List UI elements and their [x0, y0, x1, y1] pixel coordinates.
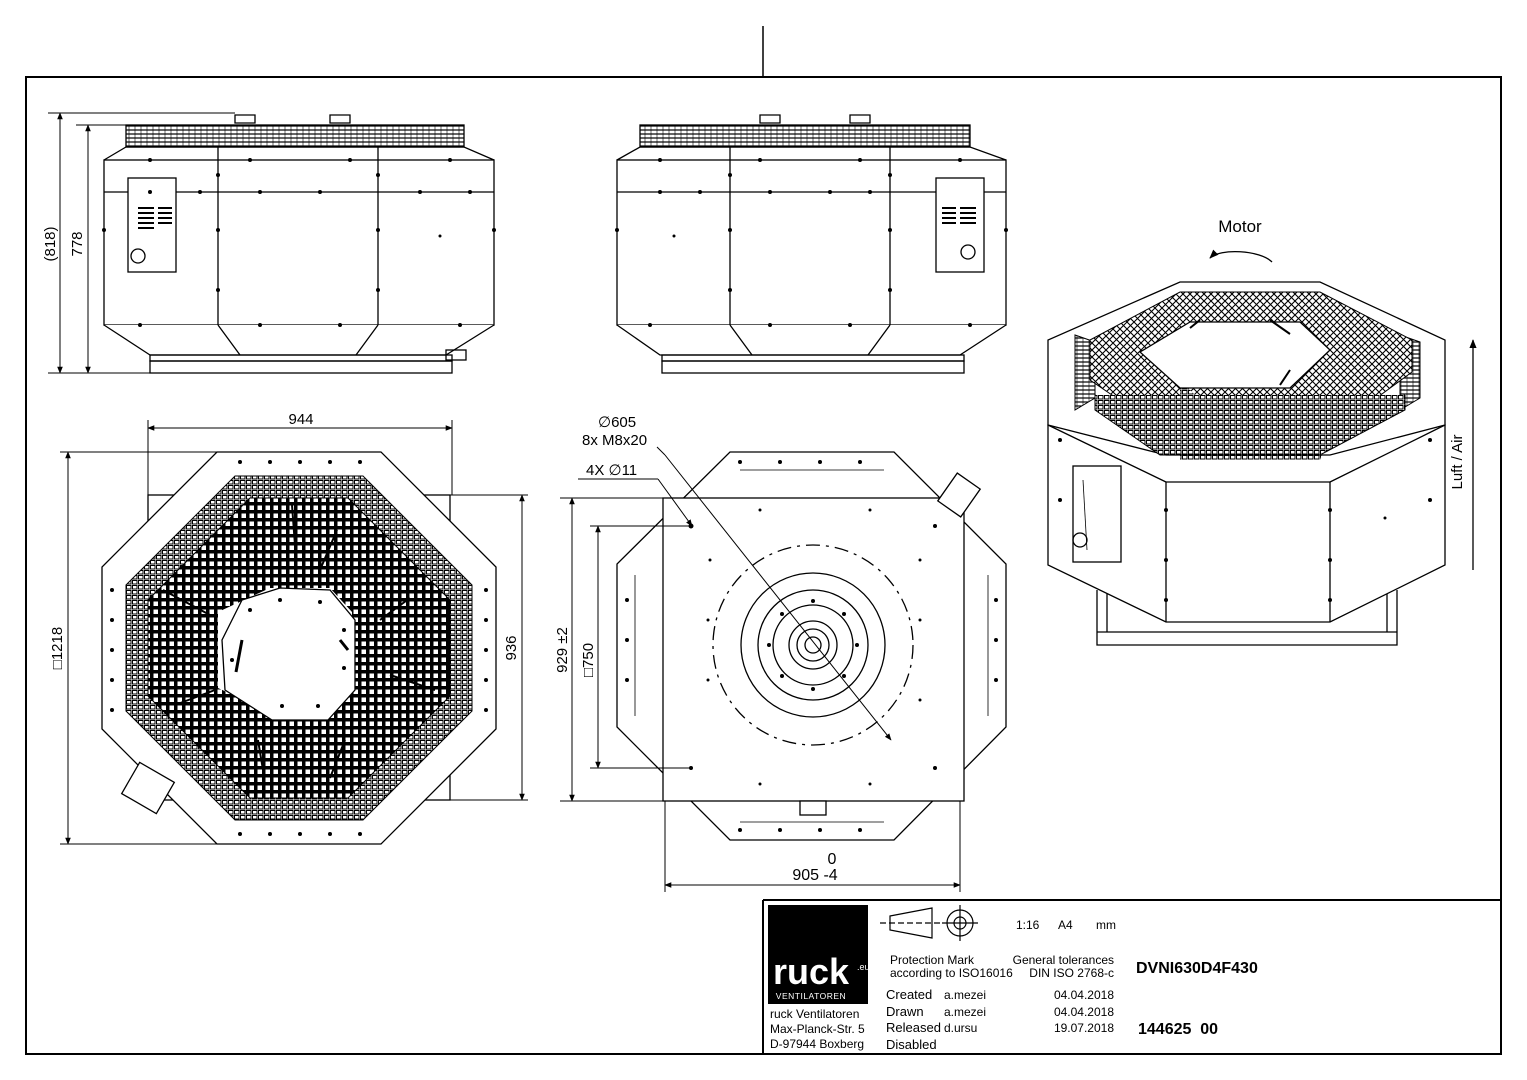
front-elevation-view: [102, 114, 496, 374]
dimension-height-tolerance: 929 ±2: [554, 627, 571, 673]
dimension-holes: 4X ∅11: [586, 462, 637, 479]
company-city: D-97944 Boxberg: [770, 1037, 864, 1051]
disabled-label: Disabled: [886, 1037, 937, 1052]
released-date: 19.07.2018: [1054, 1021, 1114, 1035]
protection-mark-line2: according to ISO16016: [890, 966, 1013, 980]
dimension-square-inner: □750: [580, 643, 597, 677]
logo-subtitle: VENTILATOREN: [776, 991, 846, 1001]
created-label: Created: [886, 987, 932, 1002]
created-by: a.mezei: [944, 988, 986, 1002]
tolerances-line2: DIN ISO 2768-c: [1029, 966, 1114, 980]
motor-rotation-arrow: [1209, 249, 1273, 263]
unit-label: mm: [1096, 918, 1116, 932]
drawing-number: 144625 00: [1138, 1021, 1218, 1038]
title-block: ruck .eu VENTILATOREN ruck Ventilatoren …: [762, 899, 1501, 1054]
motor-label: Motor: [1218, 217, 1262, 236]
paper-size: A4: [1058, 918, 1073, 932]
logo-word: ruck: [773, 951, 850, 992]
company-logo: [768, 905, 868, 1004]
logo-superscript: .eu: [857, 962, 870, 972]
protection-mark-line1: Protection Mark: [890, 953, 975, 967]
isometric-view: [1047, 281, 1446, 646]
rear-elevation-view: [615, 114, 1008, 374]
dimension-bottom-width-upper: 0: [828, 851, 837, 868]
dimension-top-width: 944: [288, 411, 313, 428]
dimension-body-height: 778: [69, 231, 86, 256]
bottom-plan-view: [616, 451, 1007, 841]
company-name: ruck Ventilatoren: [770, 1007, 859, 1021]
company-street: Max-Planck-Str. 5: [770, 1022, 865, 1036]
dimension-flange-diameter: ∅605: [598, 414, 636, 431]
airflow-label: Luft / Air: [1449, 434, 1466, 489]
released-by: d.ursu: [944, 1021, 977, 1035]
dimension-side-width: 936: [503, 635, 520, 660]
dimension-square-base: □1218: [49, 627, 66, 669]
scale-value: 1:16: [1016, 918, 1040, 932]
tolerances-line1: General tolerances: [1013, 953, 1114, 967]
created-date: 04.04.2018: [1054, 988, 1114, 1002]
projection-symbol: [880, 905, 978, 941]
drawn-date: 04.04.2018: [1054, 1005, 1114, 1019]
dimension-bottom-width: 905 -4: [792, 867, 837, 884]
dimension-bolt-spec: 8x M8x20: [582, 432, 647, 449]
model-number: DVNI630D4F430: [1136, 960, 1258, 977]
dimension-overall-height: (818): [42, 226, 59, 261]
drawn-by: a.mezei: [944, 1005, 986, 1019]
top-plan-view: [101, 451, 497, 845]
released-label: Released: [886, 1020, 941, 1035]
drawn-label: Drawn: [886, 1004, 924, 1019]
